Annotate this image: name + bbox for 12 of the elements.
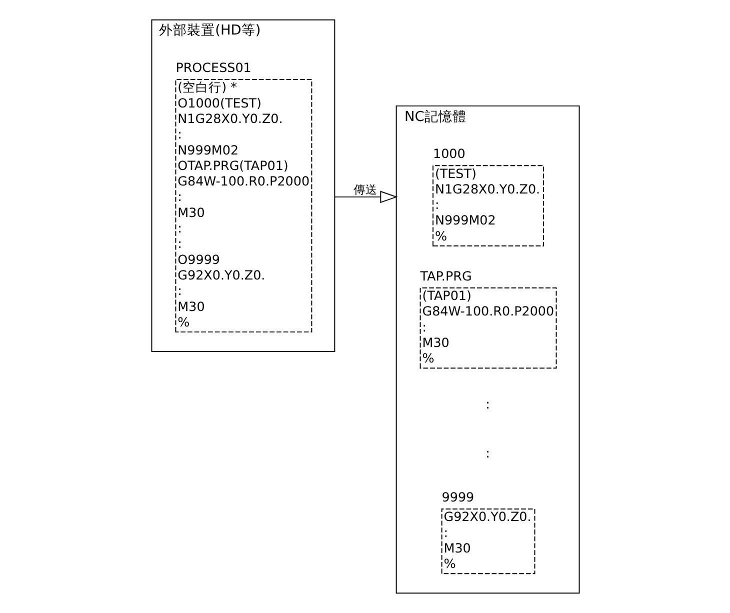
node-label: PROCESS01 xyxy=(175,60,251,76)
edge-label: 傳送 xyxy=(353,182,377,197)
node-box: (TEST) N1G28X0.Y0.Z0. : N999M02 % xyxy=(432,165,544,246)
node-label: 9999 xyxy=(441,490,474,505)
node-box: G92X0.Y0.Z0. : M30 % xyxy=(440,508,535,574)
arrow xyxy=(334,190,398,204)
label: : xyxy=(485,396,490,412)
node-box: (TAP01) G84W-100.R0.P2000 : M30 % xyxy=(419,287,556,369)
label: : xyxy=(485,446,490,461)
node-box: (空白行) * O1000(TEST) N1G28X0.Y0.Z0. : N999M02 OTAP.PRG(TAP01) G84W-100.R0.P2000 : M30 : : O9999 G92X0.Y0.Z0. : M30 % xyxy=(174,79,312,332)
node-label: TAP.PRG xyxy=(420,268,472,284)
node-label: 1000 xyxy=(432,146,465,162)
